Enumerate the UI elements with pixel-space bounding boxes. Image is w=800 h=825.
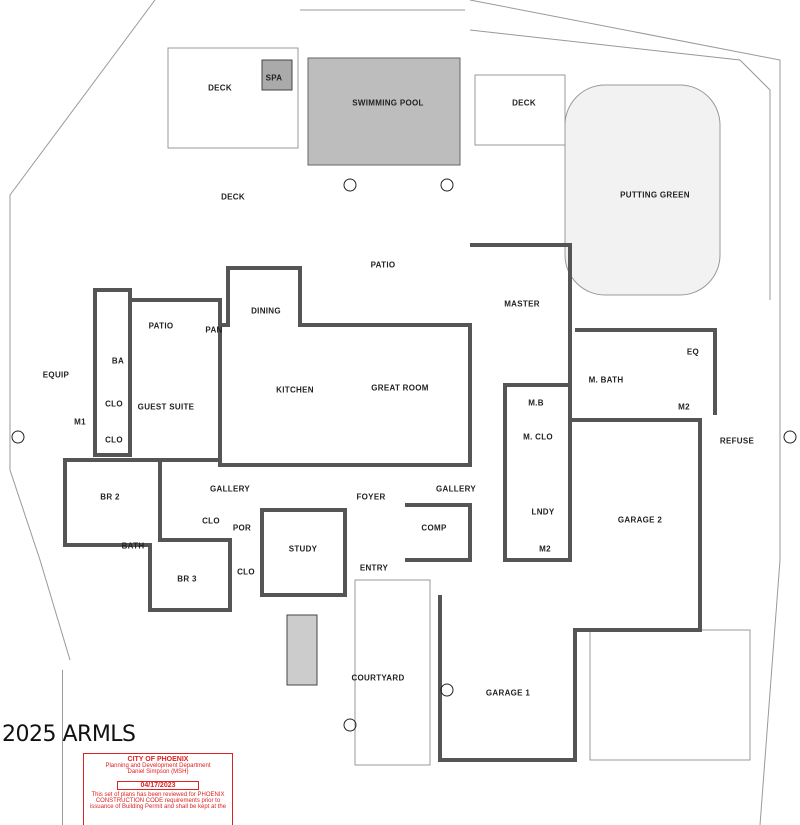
- room-label: PAN: [205, 325, 223, 335]
- room-label: BR 3: [177, 574, 197, 584]
- room-label: GARAGE 1: [485, 688, 531, 698]
- room-label: PUTTING GREEN: [620, 190, 690, 200]
- swimming-pool: [307, 57, 461, 166]
- wall-garage: [438, 243, 702, 762]
- gridline-marker: [343, 718, 357, 732]
- stamp-date: 04/17/2023: [117, 781, 199, 790]
- stamp-department: Planning and Development Department: [105, 763, 211, 769]
- room-label: REFUSE: [719, 436, 755, 446]
- wall-master-bath: [575, 328, 717, 415]
- wall-comp: [405, 503, 472, 562]
- wall-kitchen-great-room: [218, 266, 472, 467]
- room-label: GALLERY: [209, 484, 251, 494]
- room-label: GREAT ROOM: [371, 383, 429, 393]
- gridline-marker: [440, 683, 454, 697]
- spa: [261, 59, 293, 91]
- watermark: 2025 ARMLS: [2, 722, 136, 747]
- room-label: POR: [232, 523, 252, 533]
- stamp-note: CONSTRUCTION CODE requirements prior to: [95, 798, 221, 804]
- room-label: FOYER: [356, 492, 386, 502]
- room-label: COMP: [421, 523, 447, 533]
- gridline-marker: [11, 430, 25, 444]
- room-label: LNDY: [531, 507, 555, 517]
- deck-area: [474, 74, 566, 146]
- gridline-marker: [440, 178, 454, 192]
- wall-guest-bath: [93, 288, 132, 457]
- room-label: M. BATH: [588, 375, 624, 385]
- room-label: GALLERY: [435, 484, 477, 494]
- deck-area: [167, 47, 299, 149]
- room-label: DECK: [221, 192, 245, 202]
- room-label: BR 2: [100, 492, 120, 502]
- room-label: M2: [678, 402, 690, 412]
- gridline-marker: [783, 430, 797, 444]
- room-label: SPA: [265, 73, 283, 83]
- room-label: STUDY: [288, 544, 318, 554]
- stamp-reviewer: Daniel Simpson (MSH): [127, 769, 189, 775]
- room-label: KITCHEN: [276, 385, 314, 395]
- water-feature: [286, 614, 318, 686]
- room-label: CLO: [105, 435, 123, 445]
- room-label: M. CLO: [523, 432, 553, 442]
- room-label: SWIMMING POOL: [352, 98, 424, 108]
- room-label: M.B: [528, 398, 544, 408]
- room-label: DECK: [208, 83, 232, 93]
- room-label: M1: [74, 417, 86, 427]
- room-label: DECK: [512, 98, 536, 108]
- wall-bedrooms: [63, 458, 232, 612]
- room-label: EQ: [686, 347, 700, 357]
- wall-closet: [503, 383, 572, 562]
- room-label: CLO: [202, 516, 220, 526]
- approval-stamp: CITY OF PHOENIX Planning and Development…: [83, 753, 233, 825]
- room-label: GARAGE 2: [617, 515, 663, 525]
- courtyard-steps: [354, 579, 431, 766]
- room-label: M2: [539, 544, 551, 554]
- wall-guest-suite: [130, 298, 222, 462]
- room-label: COURTYARD: [351, 673, 405, 683]
- wall-study: [260, 508, 347, 597]
- stamp-title: CITY OF PHOENIX: [127, 756, 189, 763]
- room-label: CLO: [105, 399, 123, 409]
- room-label: BATH: [121, 541, 145, 551]
- property-line: [9, 0, 781, 825]
- room-label: GUEST SUITE: [137, 402, 195, 412]
- room-label: PATIO: [148, 321, 174, 331]
- gridline-marker: [343, 178, 357, 192]
- room-label: EQUIP: [42, 370, 70, 380]
- putting-green: [564, 84, 721, 296]
- site-wall: [300, 9, 771, 300]
- room-label: MASTER: [504, 299, 540, 309]
- driveway: [589, 629, 751, 761]
- room-label: ENTRY: [359, 563, 389, 573]
- room-label: BA: [111, 356, 125, 366]
- title-block: [0, 670, 63, 825]
- stamp-note: This set of plans has been reviewed for …: [91, 792, 225, 798]
- room-label: PATIO: [370, 260, 396, 270]
- room-label: CLO: [237, 567, 255, 577]
- stamp-note: issuance of Building Permit and shall be…: [89, 804, 227, 810]
- room-label: DINING: [251, 306, 281, 316]
